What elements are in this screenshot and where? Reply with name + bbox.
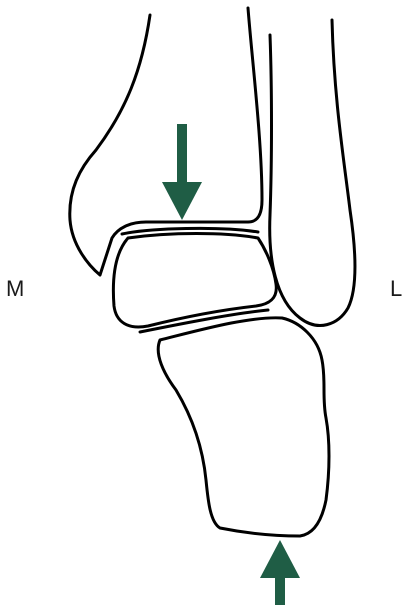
up-arrow-icon (260, 540, 300, 605)
medial-label: M (6, 276, 24, 302)
fibula-outline (270, 20, 355, 325)
lateral-label: L (390, 276, 402, 302)
calcaneus-outline (158, 318, 329, 536)
down-arrow-icon (162, 124, 202, 220)
